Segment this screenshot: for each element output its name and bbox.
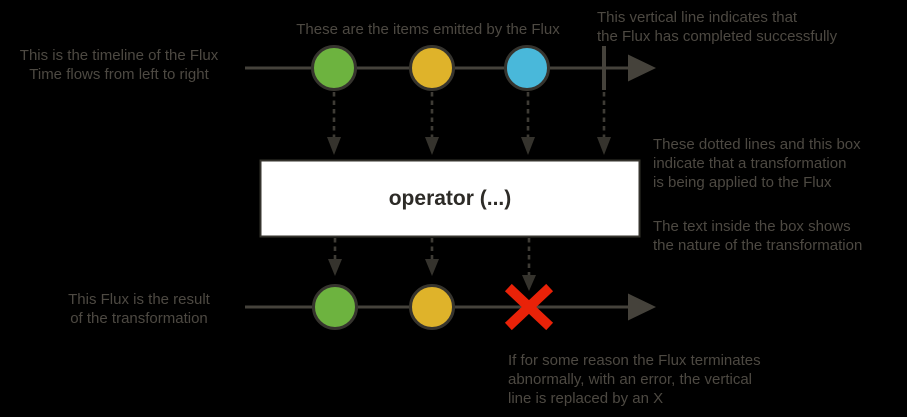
note-box-text: The text inside the box shows the nature… <box>653 218 863 254</box>
item-circle-green <box>311 45 357 91</box>
item-circle-blue <box>504 45 550 91</box>
operator-output-arrow-3 <box>522 238 536 291</box>
note-transformation: These dotted lines and this box indicate… <box>653 136 861 191</box>
source-timeline-arrowhead-icon <box>628 54 656 82</box>
result-item-circle-green <box>312 284 358 330</box>
arrowhead-down-icon <box>522 275 536 291</box>
source-flux-timeline <box>245 45 656 91</box>
note-emitted-items: These are the items emitted by the Flux <box>296 21 560 38</box>
arrowhead-down-icon <box>327 137 341 155</box>
error-x-stroke <box>504 283 554 331</box>
result-flux-timeline <box>245 283 656 331</box>
operator-input-arrow-4 <box>597 92 611 155</box>
operator-input-arrows <box>327 92 611 155</box>
item-circle-yellow <box>409 45 455 91</box>
operator-output-arrow-1 <box>328 238 342 276</box>
result-item-circle-yellow <box>409 284 455 330</box>
result-timeline-arrowhead-icon <box>628 293 656 321</box>
operator-output-arrows <box>328 238 536 291</box>
arrowhead-down-icon <box>425 259 439 276</box>
operator-input-arrow-1 <box>327 92 341 155</box>
operator-output-arrow-2 <box>425 238 439 276</box>
arrowhead-down-icon <box>521 137 535 155</box>
note-source-timeline: This is the timeline of the Flux Time fl… <box>19 47 219 83</box>
note-result-flux: This Flux is the result of the transform… <box>68 291 210 327</box>
arrowhead-down-icon <box>328 259 342 276</box>
operator-label: operator (...) <box>388 186 512 210</box>
note-complete-line: This vertical line indicates that the Fl… <box>597 9 838 45</box>
operator-input-arrow-3 <box>521 92 535 155</box>
operator-box <box>259 159 641 238</box>
arrowhead-down-icon <box>425 137 439 155</box>
arrowhead-down-icon <box>597 137 611 155</box>
error-x-icon <box>504 283 554 331</box>
note-error: If for some reason the Flux terminates a… <box>508 352 761 407</box>
operator-input-arrow-2 <box>425 92 439 155</box>
